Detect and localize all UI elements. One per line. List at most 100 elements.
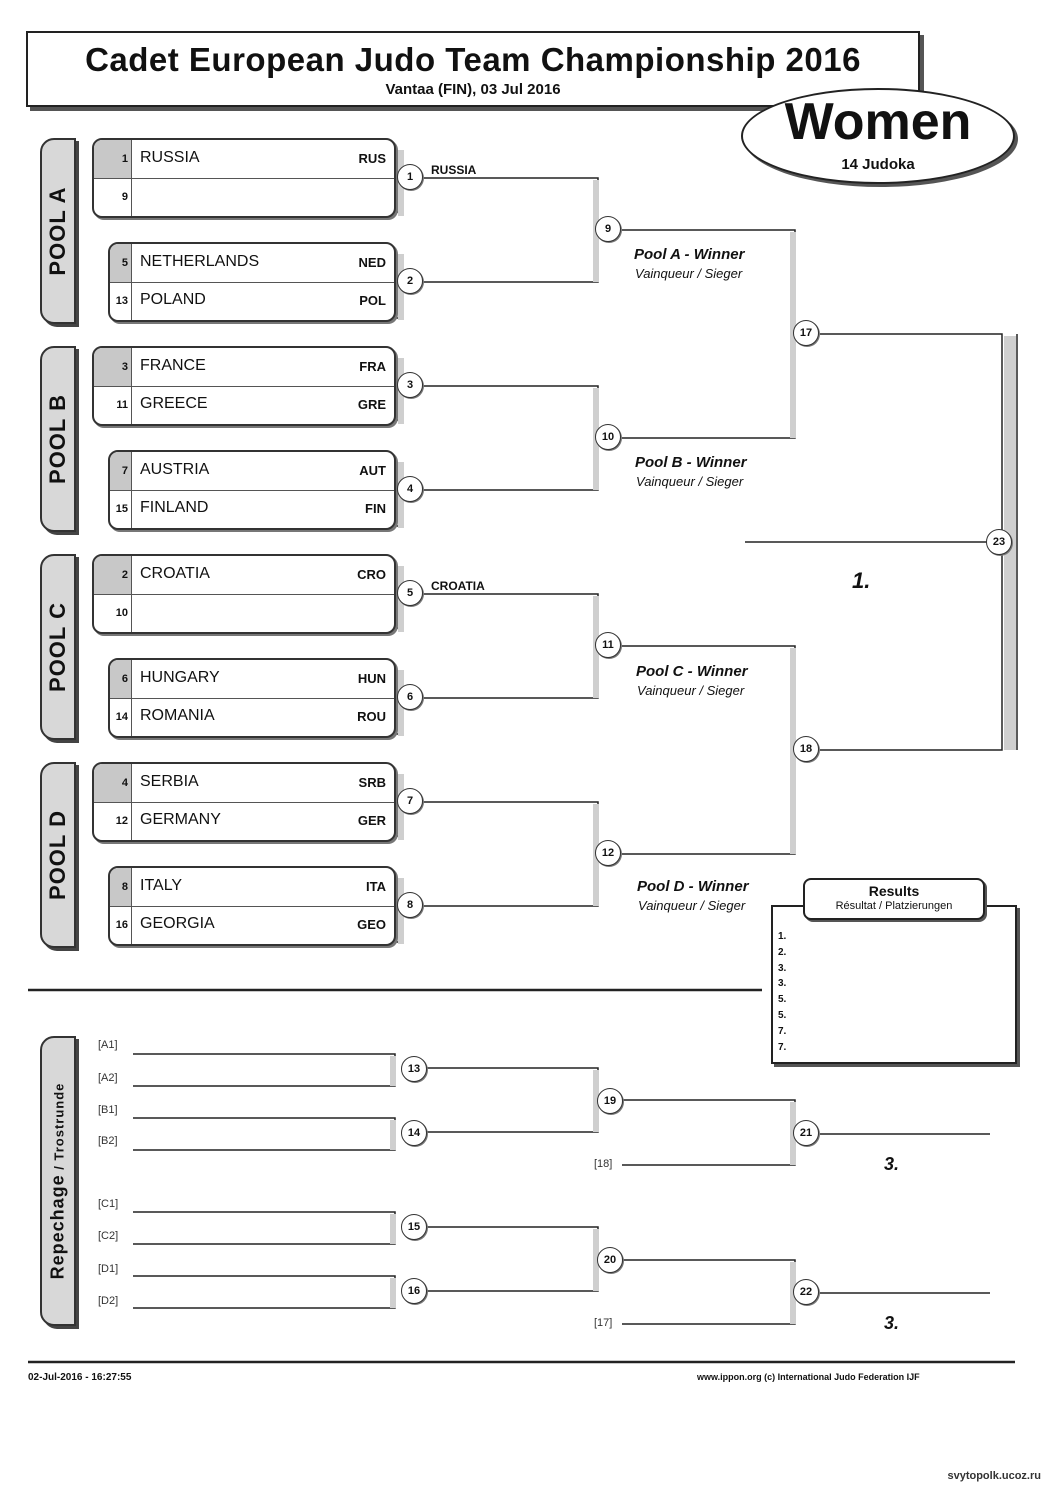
event-subtitle: Vantaa (FIN), 03 Jul 2016	[385, 81, 561, 98]
seed: 4	[94, 764, 132, 802]
pool-tab-b: POOL B	[40, 346, 76, 532]
bout-number: 13	[401, 1056, 427, 1082]
third-place-label: 3.	[884, 1313, 900, 1333]
country-code: ROU	[357, 709, 386, 724]
results-box	[771, 905, 1017, 1064]
pool-winner-sub: Vainqueur / Sieger	[637, 683, 745, 698]
repechage-label: Repechage / Trostrunde	[47, 1082, 68, 1280]
result-place: 5.	[778, 994, 787, 1005]
country-code: RUS	[358, 151, 386, 166]
seed: 12	[94, 802, 132, 840]
country-name: HUNGARY	[140, 669, 220, 686]
pool-d-box-2: 8 ITALY ITA 16 GEORGIA GEO	[108, 866, 396, 946]
seed: 13	[110, 282, 132, 320]
result-place: 3.	[778, 963, 787, 974]
bout-number: 22	[793, 1279, 819, 1305]
seed: 8	[110, 868, 132, 906]
result-place: 3.	[778, 978, 787, 989]
country-code: GER	[357, 813, 386, 828]
bout-number: 17	[793, 320, 819, 346]
third-place-label: 3.	[884, 1154, 900, 1174]
country-code: NED	[358, 255, 386, 270]
bout-number: 2	[397, 268, 423, 294]
pool-winner-sub: Vainqueur / Sieger	[635, 266, 743, 281]
bout1-winner: RUSSIA	[431, 163, 477, 177]
watermark: svytopolk.ucoz.ru	[947, 1470, 1041, 1482]
country-code: SRB	[358, 775, 386, 790]
footer-credit: www.ippon.org (c) International Judo Fed…	[697, 1372, 920, 1382]
repechage-slot: [D2]	[98, 1295, 119, 1307]
repechage-slot: [B2]	[98, 1135, 118, 1147]
bout5-winner: CROATIA	[431, 579, 485, 593]
seed: 14	[110, 698, 132, 736]
pool-tab-a: POOL A	[40, 138, 76, 324]
seed: 16	[110, 906, 132, 944]
country-name: SERBIA	[140, 773, 199, 790]
result-place: 1.	[778, 931, 787, 942]
bout-number: 6	[397, 684, 423, 710]
category-gender: Women	[784, 93, 972, 151]
page-title: Cadet European Judo Team Championship 20…	[85, 41, 861, 78]
repechage-semi-source: [17]	[594, 1317, 613, 1329]
bout-number: 5	[397, 580, 423, 606]
country-code: CRO	[357, 567, 386, 582]
repechage-slot: [A2]	[98, 1072, 118, 1084]
results-title: Results	[868, 883, 920, 899]
country-name: AUSTRIA	[140, 461, 210, 478]
country-name: FRANCE	[140, 357, 206, 374]
bout-number: 15	[401, 1214, 427, 1240]
result-place: 7.	[778, 1042, 787, 1053]
bout-number: 20	[597, 1247, 623, 1273]
country-code: GEO	[357, 917, 386, 932]
result-place: 2.	[778, 947, 787, 958]
bout-number: 1	[397, 164, 423, 190]
pool-winner-title: Pool A - Winner	[634, 246, 745, 263]
repechage-slot: [C1]	[98, 1198, 119, 1210]
country-name: FINLAND	[140, 499, 209, 516]
seed: 3	[94, 348, 132, 386]
bout-number: 16	[401, 1278, 427, 1304]
bout-number: 9	[595, 216, 621, 242]
repechage-semi-source: [18]	[594, 1158, 613, 1170]
bout-number: 14	[401, 1120, 427, 1146]
pool-winner-sub: Vainqueur / Sieger	[636, 474, 744, 489]
bout-number: 7	[397, 788, 423, 814]
pool-tab-d: POOL D	[40, 762, 76, 948]
header-box: Cadet European Judo Team Championship 20…	[26, 31, 920, 107]
bout-number: 4	[397, 476, 423, 502]
country-code: FRA	[359, 359, 386, 374]
country-code: AUT	[359, 463, 386, 478]
result-place: 5.	[778, 1010, 787, 1021]
results-header: Results Résultat / Platzierungen	[803, 878, 985, 920]
result-place: 7.	[778, 1026, 787, 1037]
bout-number: 23	[986, 529, 1012, 555]
country-code: ITA	[366, 879, 386, 894]
country-name: POLAND	[140, 291, 206, 308]
country-name: ROMANIA	[140, 707, 215, 724]
country-name: GEORGIA	[140, 915, 215, 932]
first-place-label: 1.	[852, 568, 871, 593]
seed: 7	[110, 452, 132, 490]
country-name: CROATIA	[140, 565, 210, 582]
seed: 15	[110, 490, 132, 528]
country-name: RUSSIA	[140, 149, 200, 166]
category-oval: Women 14 Judoka	[741, 88, 1015, 184]
pool-winner-title: Pool D - Winner	[637, 878, 749, 895]
repechage-slot: [D1]	[98, 1263, 119, 1275]
bout-number: 3	[397, 372, 423, 398]
repechage-slot: [B1]	[98, 1104, 118, 1116]
bout-number: 11	[595, 632, 621, 658]
seed: 6	[110, 660, 132, 698]
repechage-slot: [A1]	[98, 1039, 118, 1051]
country-name: ITALY	[140, 877, 183, 894]
country-code: POL	[359, 293, 386, 308]
pool-tab-c: POOL C	[40, 554, 76, 740]
pool-winner-title: Pool B - Winner	[635, 454, 747, 471]
seed: 10	[94, 594, 132, 632]
seed: 1	[94, 140, 132, 178]
results-subtitle: Résultat / Platzierungen	[835, 900, 953, 912]
country-code: FIN	[365, 501, 386, 516]
